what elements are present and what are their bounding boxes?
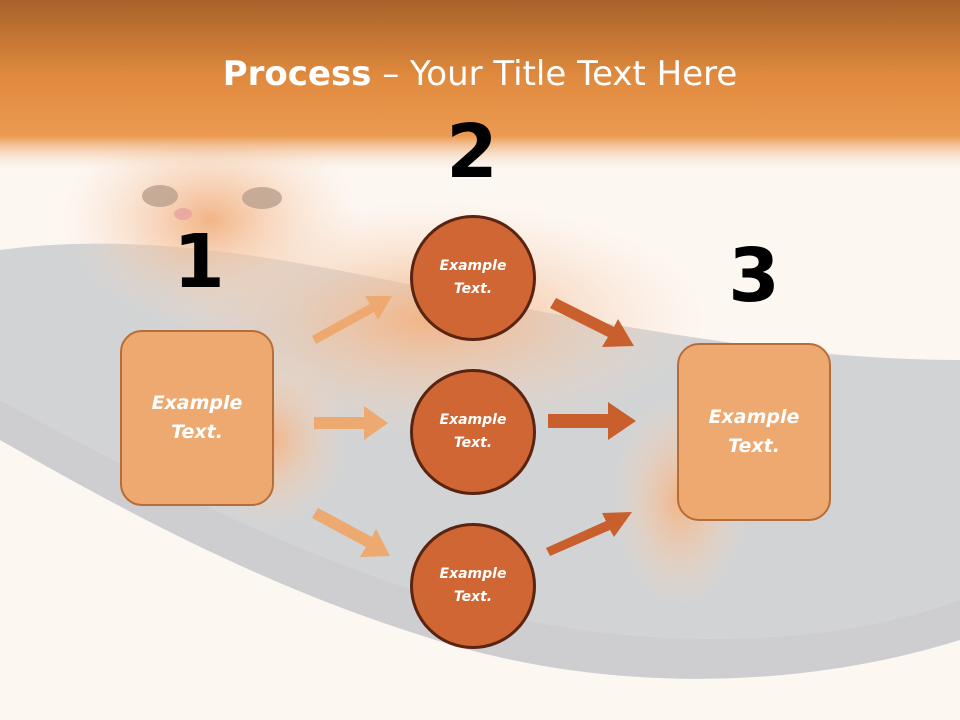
step-2-circle-middle: Example Text. bbox=[410, 369, 536, 495]
slide-title: Process – Your Title Text Here bbox=[0, 52, 960, 96]
step-1-box: Example Text. bbox=[120, 330, 274, 506]
step-1-number: 1 bbox=[173, 219, 225, 305]
step-3-number: 3 bbox=[728, 233, 780, 319]
step-2-number: 2 bbox=[446, 109, 498, 195]
step-3-box: Example Text. bbox=[677, 343, 831, 521]
step-2-circle-top: Example Text. bbox=[410, 215, 536, 341]
title-rest: – Your Title Text Here bbox=[371, 54, 738, 94]
title-bold: Process bbox=[222, 54, 372, 94]
step-2-circle-bottom: Example Text. bbox=[410, 523, 536, 649]
